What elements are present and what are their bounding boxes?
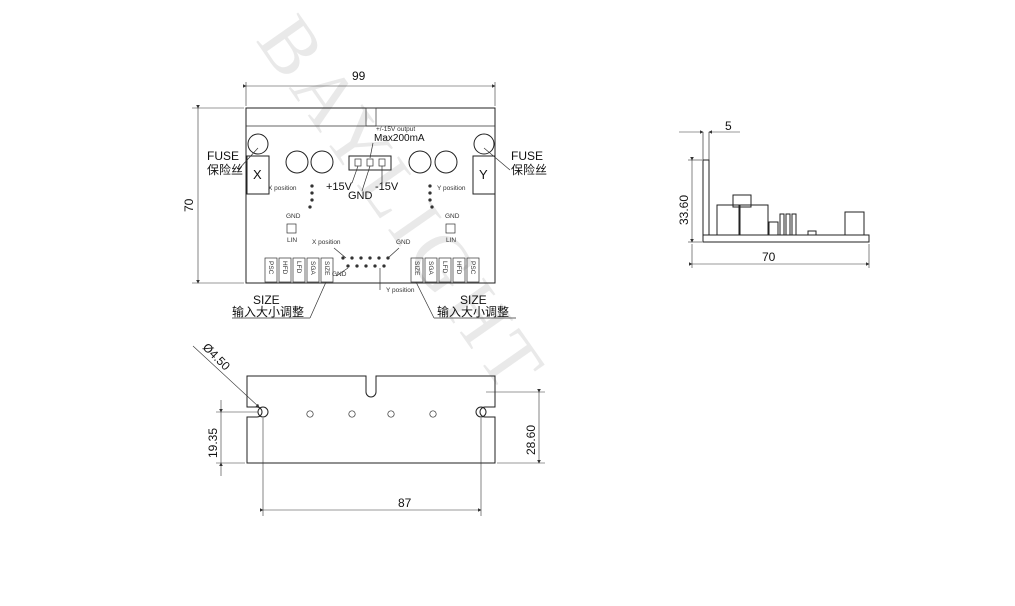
minus15-label: -15V [375,181,399,193]
fuse-right [473,133,495,155]
gnd-label: GND [348,190,373,202]
pot-left-1: PSC [267,261,274,275]
label-x: X [253,167,262,182]
size-right-label: SIZE [460,293,487,307]
gnd-small-left: GND [286,213,301,220]
side-thickness-dim: 5 [725,119,732,133]
y-position-top: Y position [437,185,466,192]
gnd-mid-left: GND [332,271,347,278]
lin-right: LIN [446,237,456,244]
lin-left: LIN [287,237,297,244]
side-length-dim: 70 [762,250,776,264]
output-connector [348,155,392,171]
y-position-bottom: Y position [386,287,415,294]
output-max: Max200mA [374,133,425,144]
pots-right: SIZE SGA LFD HFD PSC [410,257,480,283]
pot-right-5: PSC [469,261,476,275]
top-view: 99 70 X Y FUSE 保险丝 FUSE 保险丝 +/-15V outpu… [182,69,547,319]
side-height-dim: 33.60 [677,195,691,225]
gnd-small-right: GND [445,213,460,220]
watermark: BAYLIGHT [241,0,564,410]
pot-right-4: HFD [455,261,462,275]
label-y: Y [479,167,488,182]
front-plate-outline [246,375,496,464]
x-position-mid: X position [312,239,341,246]
size-left-label: SIZE [253,293,280,307]
fuse-left-cn: 保险丝 [207,162,243,177]
fuse-left [247,133,269,155]
output-note: +/-15V output [376,126,415,133]
height-dim-70: 70 [182,198,196,212]
pot-left-4: SGA [309,261,316,275]
x-position-top: X position [268,185,297,192]
plate-height-dim: 28.60 [524,425,538,455]
pot-right-3: LFD [441,261,448,274]
size-right-cn: 输入大小调整 [437,304,509,319]
pot-right-2: SGA [427,261,434,275]
fuse-right-cn: 保险丝 [511,162,547,177]
size-left-cn: 输入大小调整 [232,304,304,319]
pots-left: PSC HFD LFD SGA SIZE [264,257,334,283]
y-connector-box [472,155,496,195]
fuse-right-label: FUSE [511,149,543,163]
x-connector-box [246,155,270,195]
hole-spacing-dim: 87 [398,496,412,510]
width-dim-99: 99 [352,69,366,83]
pot-left-3: LFD [295,261,302,274]
pot-right-1: SIZE [413,261,420,276]
pot-left-2: HFD [281,261,288,275]
side-view: 5 33.60 70 [677,119,870,268]
plus15-label: +15V [326,181,353,193]
pot-left-5: SIZE [323,261,330,276]
fuse-left-label: FUSE [207,149,239,163]
gnd-mid-right: GND [396,239,411,246]
hole-height-dim: 19.35 [206,428,220,458]
